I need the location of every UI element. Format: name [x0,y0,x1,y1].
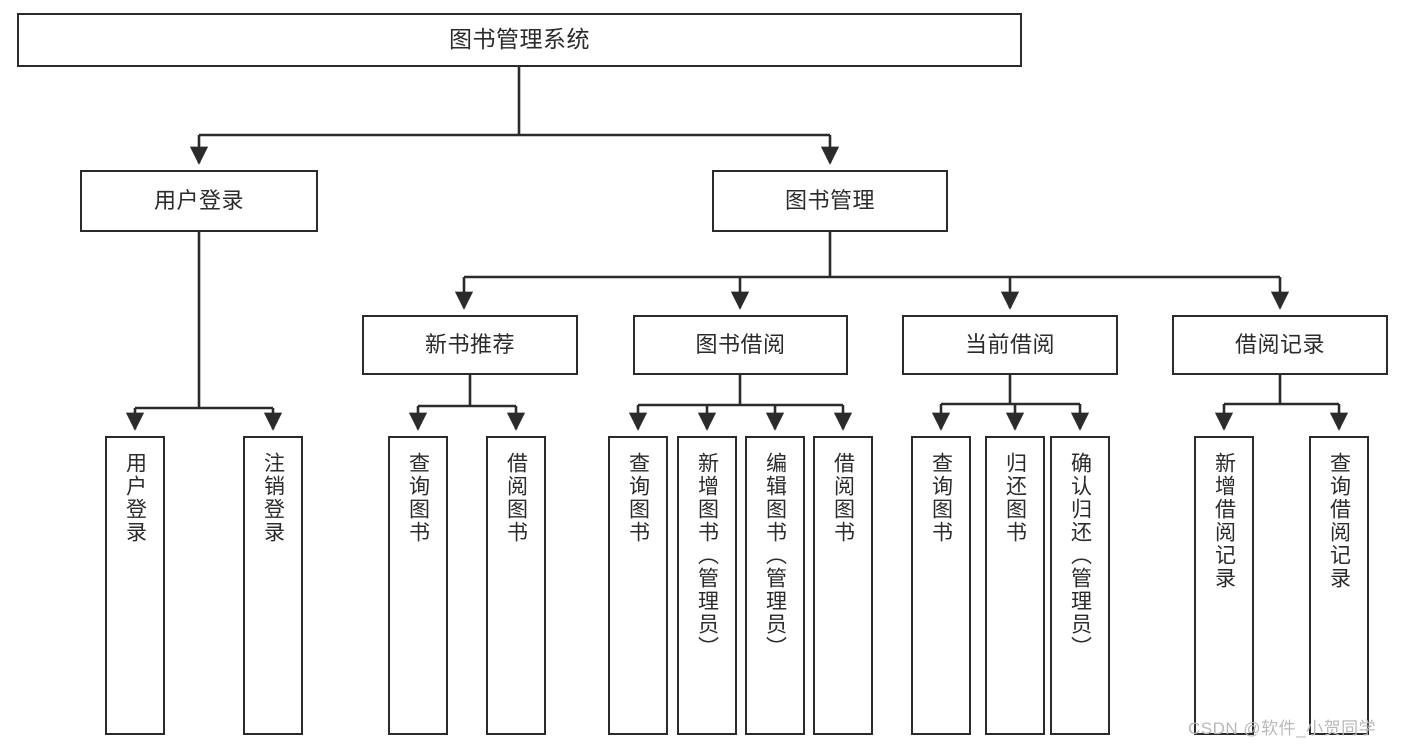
node-current-borrow[interactable]: 当前借阅 [902,315,1118,375]
leaf-node[interactable]: 新增图书（管理员） [677,436,737,735]
leaf-node[interactable]: 借阅图书 [813,436,873,735]
leaf-node[interactable]: 编辑图书（管理员） [745,436,805,735]
leaf-node[interactable]: 用户登录 [105,436,165,735]
leaf-node[interactable]: 查询借阅记录 [1309,436,1369,735]
leaf-label: 用户登录 [123,452,147,544]
leaf-node[interactable]: 确认归还（管理员） [1050,436,1110,735]
leaf-label: 新增图书（管理员） [695,452,719,659]
leaf-node[interactable]: 查询图书 [911,436,971,735]
leaf-node[interactable]: 查询图书 [388,436,448,735]
leaf-node[interactable]: 注销登录 [243,436,303,735]
leaf-label: 查询图书 [406,452,430,544]
leaf-node[interactable]: 新增借阅记录 [1194,436,1254,735]
leaf-label: 查询图书 [929,452,953,544]
node-new-book-recommend[interactable]: 新书推荐 [362,315,578,375]
node-book-management[interactable]: 图书管理 [712,170,948,232]
node-label: 借阅记录 [1234,331,1325,357]
node-label: 当前借阅 [964,331,1055,357]
leaf-label: 查询借阅记录 [1327,452,1351,590]
leaf-label: 归还图书 [1003,452,1027,544]
node-label: 图书借阅 [695,331,786,357]
leaf-node[interactable]: 借阅图书 [486,436,546,735]
leaf-label: 编辑图书（管理员） [763,452,787,659]
leaf-node[interactable]: 归还图书 [985,436,1045,735]
node-root-label: 图书管理系统 [449,26,590,53]
leaf-label: 确认归还（管理员） [1068,452,1092,659]
leaf-label: 借阅图书 [504,452,528,544]
node-label: 图书管理 [784,187,875,213]
leaf-label: 新增借阅记录 [1212,452,1236,590]
leaf-node[interactable]: 查询图书 [608,436,668,735]
leaf-label: 注销登录 [261,452,285,544]
leaf-label: 借阅图书 [831,452,855,544]
csdn-watermark: CSDN @软件_小贺同学 [1188,719,1377,738]
node-book-borrow[interactable]: 图书借阅 [633,315,848,375]
leaf-label: 查询图书 [626,452,650,544]
node-label: 新书推荐 [424,331,515,357]
node-label: 用户登录 [153,187,244,213]
node-user-login[interactable]: 用户登录 [80,170,318,232]
node-borrow-record[interactable]: 借阅记录 [1172,315,1388,375]
node-root-system[interactable]: 图书管理系统 [17,13,1022,67]
